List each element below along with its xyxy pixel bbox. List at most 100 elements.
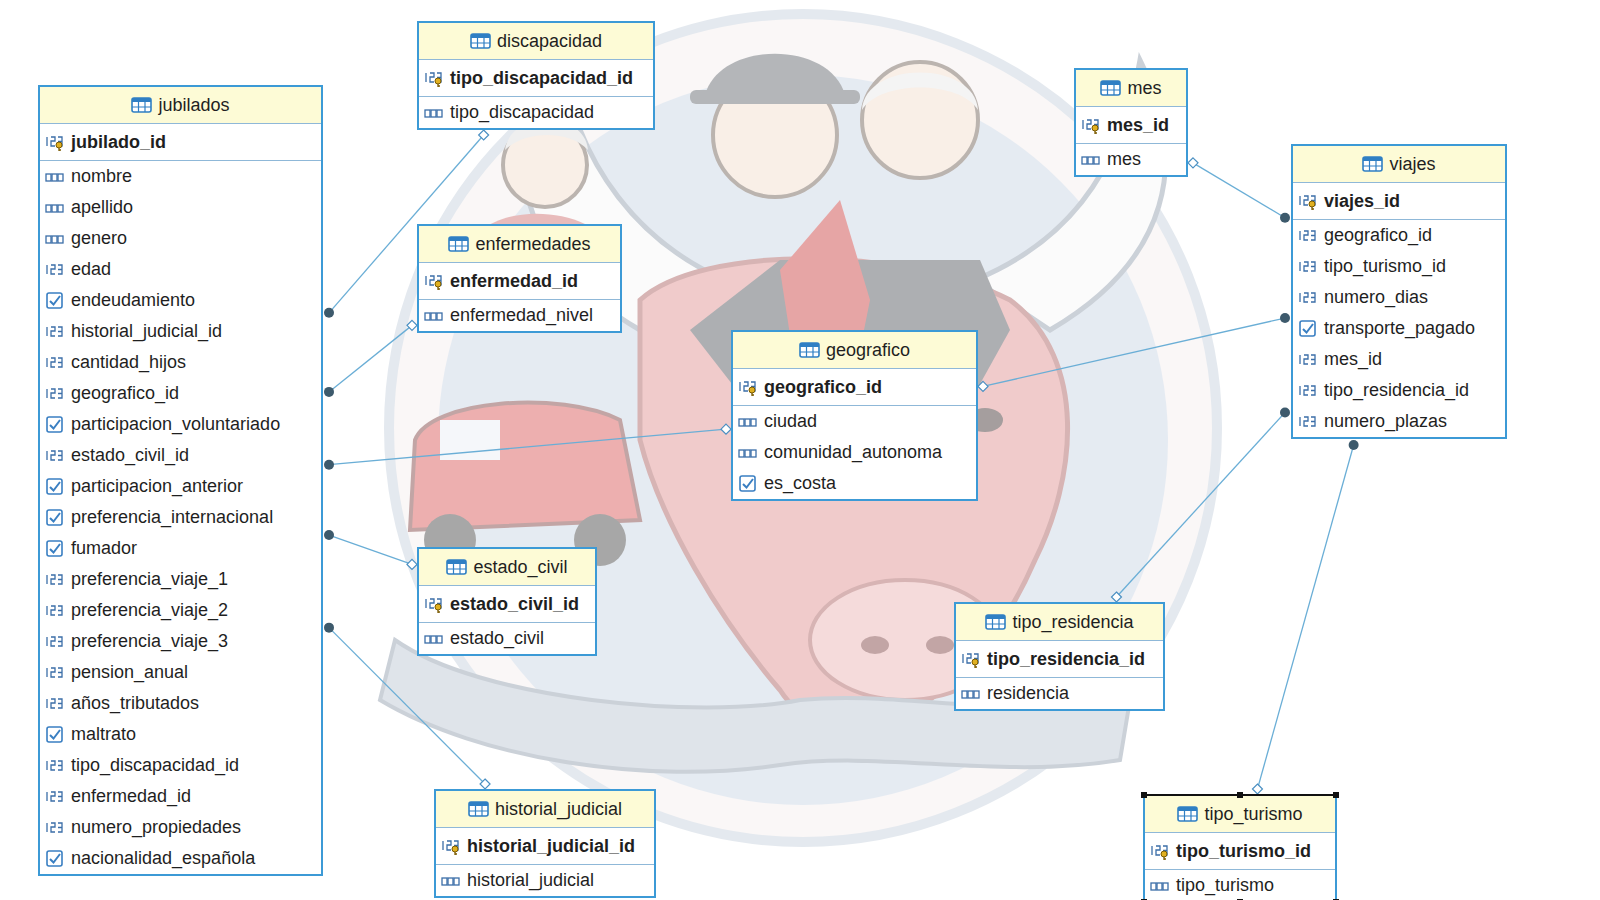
column-name: tipo_turismo (1176, 875, 1274, 896)
type-icon (44, 385, 66, 403)
primary-key-name: enfermedad_id (450, 271, 578, 292)
selection-handle (1333, 899, 1339, 900)
column-row: fumador (40, 533, 321, 564)
column-row: mes (1076, 144, 1186, 175)
one-end-diamond (480, 779, 490, 789)
table-icon (468, 801, 490, 817)
column-row: tipo_discapacidad_id (40, 750, 321, 781)
type-icon (44, 261, 66, 279)
type-icon (960, 650, 982, 668)
type-icon (737, 475, 759, 493)
column-row: numero_dias (1293, 282, 1505, 313)
relation (1252, 440, 1358, 794)
relation (978, 313, 1290, 391)
type-icon (423, 595, 445, 613)
table-icon (1100, 80, 1122, 96)
type-icon (737, 378, 759, 396)
column-name: estado_civil (450, 628, 544, 649)
type-icon (44, 695, 66, 713)
table-name: mes (1127, 78, 1161, 99)
column-name: historial_judicial_id (71, 321, 222, 342)
column-name: enfermedad_nivel (450, 305, 593, 326)
table-icon (985, 614, 1007, 630)
type-icon (44, 199, 66, 217)
type-icon (960, 685, 982, 703)
table-header: mes (1076, 70, 1186, 107)
many-end-dot (324, 308, 334, 318)
type-icon (44, 819, 66, 837)
table-header: geografico (733, 332, 976, 369)
one-end-diamond (407, 559, 417, 569)
table-icon (1177, 806, 1199, 822)
column-name: nacionalidad_española (71, 848, 255, 869)
table-header: discapacidad (419, 23, 653, 60)
type-icon (1297, 289, 1319, 307)
type-icon (44, 478, 66, 496)
column-row: geografico_id (733, 369, 976, 406)
column-name: genero (71, 228, 127, 249)
column-row: transporte_pagado (1293, 313, 1505, 344)
one-end-diamond (978, 381, 988, 391)
type-icon (44, 354, 66, 372)
column-row: participacion_anterior (40, 471, 321, 502)
column-name: nombre (71, 166, 132, 187)
relation-line (1193, 163, 1285, 218)
column-name: pension_anual (71, 662, 188, 683)
table-name: historial_judicial (495, 799, 622, 820)
table-box: tipo_turismotipo_turismo_idtipo_turismo (1143, 794, 1337, 900)
relation (1111, 407, 1290, 602)
column-name: cantidad_hijos (71, 352, 186, 373)
type-icon (423, 630, 445, 648)
column-name: endeudamiento (71, 290, 195, 311)
column-name: numero_plazas (1324, 411, 1447, 432)
column-row: tipo_residencia_id (956, 641, 1163, 678)
column-name: preferencia_viaje_2 (71, 600, 228, 621)
selection-handle (1141, 899, 1147, 900)
column-name: edad (71, 259, 111, 280)
column-row: nombre (40, 161, 321, 192)
type-icon (44, 602, 66, 620)
table-name: estado_civil (473, 557, 567, 578)
type-icon (1297, 258, 1319, 276)
column-row: viajes_id (1293, 183, 1505, 220)
table-name: viajes (1389, 154, 1435, 175)
type-icon (1297, 382, 1319, 400)
table-box: estado_civilestado_civil_idestado_civil (417, 547, 597, 656)
many-end-dot (1280, 313, 1290, 323)
type-icon (44, 664, 66, 682)
column-row: nacionalidad_española (40, 843, 321, 874)
table-box: discapacidadtipo_discapacidad_idtipo_dis… (417, 21, 655, 130)
column-row: preferencia_internacional (40, 502, 321, 533)
illustration-part (862, 62, 978, 178)
column-row: tipo_discapacidad (419, 97, 653, 128)
type-icon (44, 133, 66, 151)
column-row: tipo_turismo (1145, 870, 1335, 900)
illustration-part (926, 636, 954, 654)
column-name: fumador (71, 538, 137, 559)
column-row: enfermedad_id (40, 781, 321, 812)
primary-key-name: geografico_id (764, 377, 882, 398)
column-row: preferencia_viaje_2 (40, 595, 321, 626)
column-row: participacion_voluntariado (40, 409, 321, 440)
type-icon (737, 413, 759, 431)
selection-handle (1141, 792, 1147, 798)
column-row: numero_plazas (1293, 406, 1505, 437)
column-row: enfermedad_id (419, 263, 620, 300)
primary-key-name: mes_id (1107, 115, 1169, 136)
column-name: participacion_anterior (71, 476, 243, 497)
relation (1188, 158, 1290, 223)
column-name: ciudad (764, 411, 817, 432)
column-name: tipo_discapacidad_id (71, 755, 239, 776)
many-end-dot (1349, 440, 1359, 450)
column-name: tipo_residencia_id (1324, 380, 1469, 401)
column-name: numero_propiedades (71, 817, 241, 838)
primary-key-name: tipo_turismo_id (1176, 841, 1311, 862)
column-row: estado_civil (419, 623, 595, 654)
one-end-diamond (479, 130, 489, 140)
column-name: comunidad_autonoma (764, 442, 942, 463)
table-name: discapacidad (497, 31, 602, 52)
table-icon (799, 342, 821, 358)
column-row: mes_id (1076, 107, 1186, 144)
type-icon (1080, 116, 1102, 134)
